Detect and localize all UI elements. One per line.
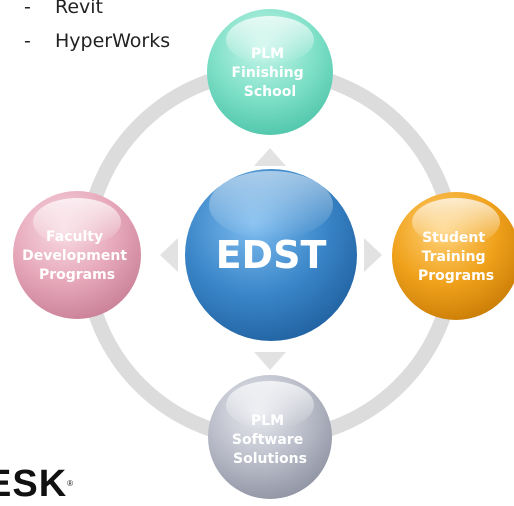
node-plm-software-solutions: PLM Software Solutions (208, 375, 332, 499)
node-label-line: Student (422, 230, 485, 246)
node-faculty-development-programs: Faculty Development Programs (13, 191, 141, 319)
node-label-line: Programs (418, 268, 494, 284)
arrow-up-icon (254, 148, 286, 166)
node-label-line: PLM (251, 46, 284, 62)
node-label-line: Solutions (233, 451, 307, 467)
node-edst-center: EDST (185, 169, 357, 341)
arrow-down-icon (254, 352, 286, 370)
logo-text: ESK (0, 463, 68, 505)
list-item-text: HyperWorks (55, 30, 171, 52)
node-label-line: PLM (251, 413, 284, 429)
node-label-line: Software (232, 432, 303, 448)
list-item: - Revit (24, 0, 170, 24)
registered-mark: ® (67, 479, 75, 488)
node-label-line: School (244, 84, 296, 100)
list-item: - HyperWorks (24, 24, 170, 58)
arrow-right-icon (364, 238, 382, 272)
svg-text:PLM Software Solut: PLM Software Solutions (232, 413, 308, 467)
node-label-line: Faculty (46, 229, 103, 245)
list-bullet: - (24, 30, 31, 52)
svg-text:Faculty Development: Faculty Development Programs (22, 229, 132, 283)
list-item-text: Revit (55, 0, 104, 18)
svg-text:PLM Finishing Scho: PLM Finishing School (231, 46, 308, 100)
software-list: - Revit - HyperWorks (24, 0, 170, 58)
autodesk-logo: ESK® (0, 462, 74, 506)
node-label-line: Programs (39, 267, 115, 283)
node-plm-finishing-school: PLM Finishing School (207, 9, 333, 135)
center-label: EDST (216, 233, 327, 277)
node-label-line: Training (422, 249, 486, 265)
node-label-line: Development (22, 248, 127, 264)
svg-text:Student Training P: Student Training Programs (418, 230, 494, 284)
arrow-left-icon (160, 238, 178, 272)
list-bullet: - (24, 0, 31, 18)
node-student-training-programs: Student Training Programs (392, 192, 514, 320)
node-label-line: Finishing (231, 65, 303, 81)
